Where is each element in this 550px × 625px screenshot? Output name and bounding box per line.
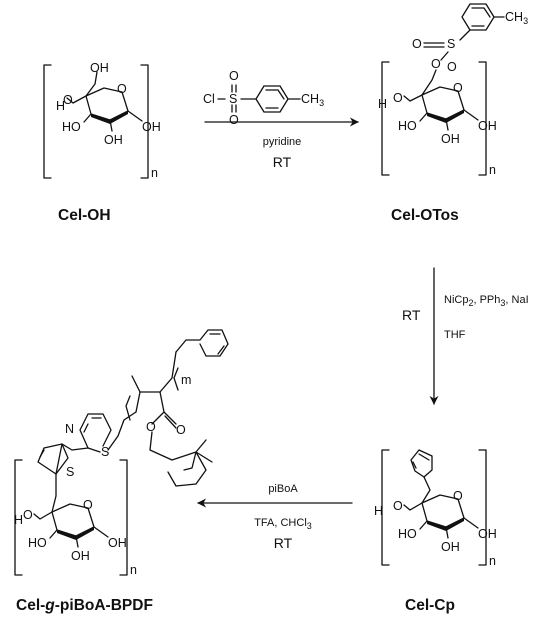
- cel-otos-s-o-left: O: [412, 37, 422, 51]
- graft-h-atom: H: [14, 513, 23, 527]
- cel-otos-h-atom: H: [378, 97, 387, 111]
- cel-oh-repeat-n: n: [151, 166, 158, 180]
- cel-otos-oh-right: OH: [478, 119, 497, 133]
- graft-label: Cel-g-piBoA-BPDF: [16, 597, 153, 614]
- cel-otos-label: Cel-OTos: [391, 207, 459, 224]
- reaction-1-condition: RT: [273, 154, 292, 170]
- cel-otos-structure: H O O S O O CH3 O OH OH HO n Cel-OTos: [378, 3, 528, 224]
- reaction-1-reagent: pyridine: [263, 136, 302, 148]
- tosyl-s-atom: S: [229, 92, 237, 106]
- tosyl-cl-atom: Cl: [203, 92, 215, 106]
- graft-repeat-m: m: [181, 373, 191, 387]
- cel-otos-oh-bottom: OH: [441, 132, 460, 146]
- cel-otos-ho-left: HO: [398, 119, 417, 133]
- reaction-2-side-label: RT: [402, 307, 421, 323]
- graft-s-chain: S: [101, 445, 109, 459]
- graft-ho-left: HO: [28, 536, 47, 550]
- cel-oh-ring-oxygen: O: [117, 82, 127, 96]
- cel-otos-ch3: CH3: [505, 10, 528, 26]
- graft-pyridine-n: N: [65, 422, 74, 436]
- graft-s-ring: S: [66, 465, 74, 479]
- reaction-1: Cl S O O CH3 pyridine RT: [203, 69, 359, 170]
- cel-otos-s-o-bottom: O: [447, 60, 457, 74]
- cel-oh-oh-bottom: OH: [104, 133, 123, 147]
- cel-otos-ester-o: O: [431, 57, 441, 71]
- cel-cp-repeat-n: n: [489, 554, 496, 568]
- cel-cp-ring-oxygen: O: [453, 489, 463, 503]
- cel-oh-structure: H O OH O OH OH HO n Cel-OH: [43, 61, 161, 224]
- cel-cp-ho-left: HO: [398, 527, 417, 541]
- cel-cp-oh-bottom: OH: [441, 540, 460, 554]
- graft-oh-right: OH: [108, 536, 127, 550]
- tosyl-o-bottom: O: [229, 113, 239, 127]
- reaction-3-solvent: TFA, CHCl3: [254, 517, 312, 531]
- tosyl-o-top: O: [229, 69, 239, 83]
- cel-otos-s-atom: S: [447, 37, 455, 51]
- cel-cp-label: Cel-Cp: [405, 597, 455, 614]
- cel-cp-h-atom: H: [374, 504, 383, 518]
- reaction-2-reagents: NiCp2, PPh3, NaI: [444, 294, 529, 308]
- cel-cp-ring-o-atom: O: [393, 499, 403, 513]
- cel-oh-ch2oh-label: OH: [90, 61, 109, 75]
- graft-ring-o-atom: O: [23, 508, 33, 522]
- cel-oh-oh-right: OH: [142, 120, 161, 134]
- cel-cp-oh-right: OH: [478, 527, 497, 541]
- cel-cp-structure: H O O OH OH HO n Cel-Cp: [374, 449, 497, 614]
- cel-oh-ring-o-atom: O: [63, 93, 73, 107]
- cel-g-piboa-bpdf-structure: H O O OH OH HO N S S O O m n Cel-g-piBoA…: [14, 329, 229, 614]
- reaction-2-solvent: THF: [444, 329, 466, 341]
- reaction-3-reagent: piBoA: [268, 483, 298, 495]
- graft-ester-o-carbonyl: O: [176, 423, 186, 437]
- graft-repeat-n: n: [130, 563, 137, 577]
- graft-oh-bottom: OH: [71, 549, 90, 563]
- graft-ester-o-link: O: [146, 420, 156, 434]
- cel-oh-h-atom: H: [56, 99, 65, 113]
- tosyl-ch3: CH3: [301, 92, 324, 108]
- cel-otos-ring-o-atom: O: [393, 91, 403, 105]
- cel-otos-ring-oxygen: O: [453, 81, 463, 95]
- graft-ring-oxygen: O: [83, 498, 93, 512]
- reaction-3: piBoA TFA, CHCl3 RT: [197, 483, 353, 551]
- cel-oh-label: Cel-OH: [58, 207, 111, 224]
- reaction-3-condition: RT: [274, 535, 293, 551]
- cel-otos-repeat-n: n: [489, 163, 496, 177]
- reaction-2: RT NiCp2, PPh3, NaI THF: [402, 267, 529, 405]
- cel-oh-ho-left: HO: [62, 120, 81, 134]
